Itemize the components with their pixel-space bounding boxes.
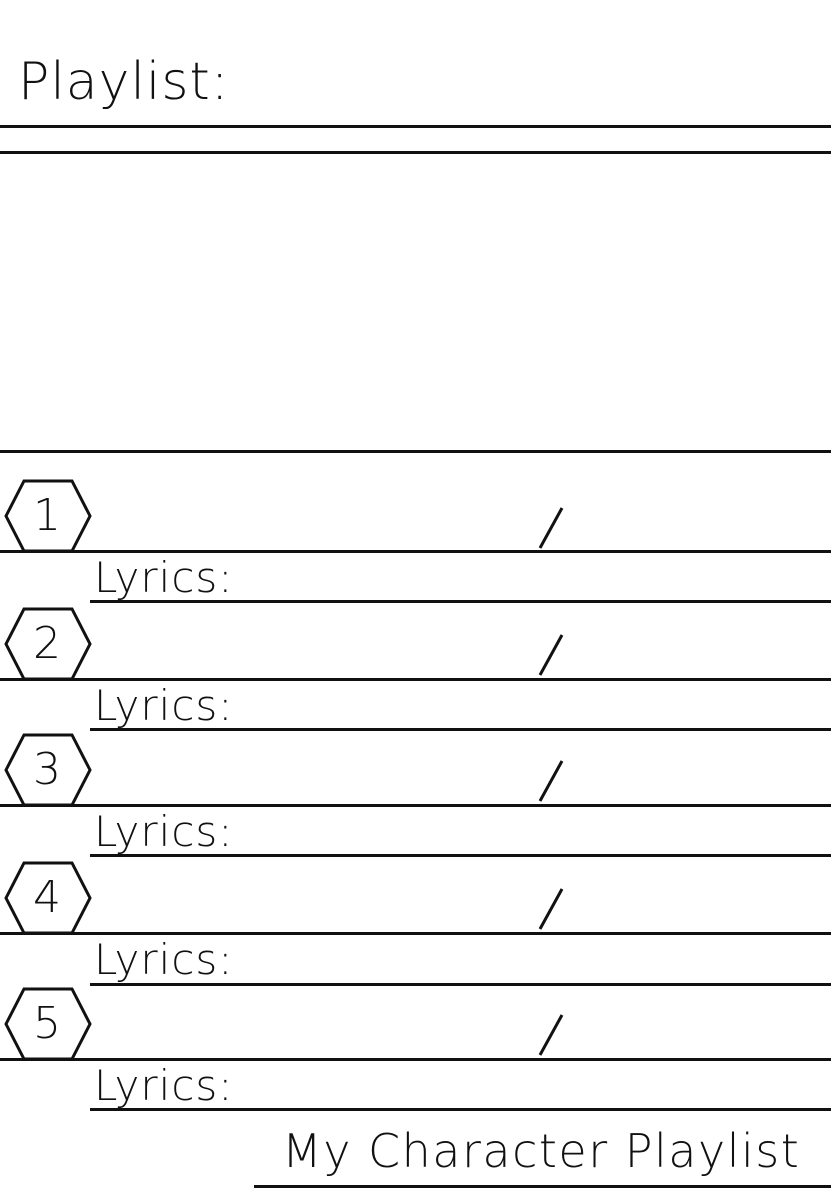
lyrics-field[interactable] [260,808,831,854]
lyrics-field[interactable] [260,682,831,728]
song-number: 3 [33,744,61,795]
lyrics-label: Lyrics: [94,935,234,984]
song-number: 2 [33,618,61,669]
title-artist-separator-icon [538,760,564,802]
lyrics-line [90,600,831,603]
title-artist-separator-icon [538,634,564,676]
song-title-artist-field[interactable] [96,986,831,1058]
footer-underline [254,1185,831,1188]
lyrics-field[interactable] [260,936,831,982]
song-number: 5 [33,998,61,1049]
song-line [0,804,831,807]
song-number: 1 [33,490,61,541]
song-title-artist-field[interactable] [96,478,831,550]
title-artist-separator-icon [538,888,564,930]
title-box-bottom-line [0,450,831,453]
song-line [0,932,831,935]
lyrics-field[interactable] [260,1062,831,1108]
song-title-artist-field[interactable] [96,860,831,932]
lyrics-label: Lyrics: [94,553,234,602]
playlist-notes-area[interactable] [0,154,831,450]
footer-caption: My Character Playlist [282,1124,801,1178]
song-line [0,550,831,553]
song-line [0,678,831,681]
title-underline [0,125,831,128]
song-number: 4 [33,872,61,923]
lyrics-line [90,728,831,731]
title-box-top-line [0,151,831,154]
lyrics-line [90,983,831,986]
lyrics-label: Lyrics: [94,681,234,730]
song-title-artist-field[interactable] [96,606,831,678]
lyrics-label: Lyrics: [94,807,234,856]
lyrics-field[interactable] [260,554,831,600]
lyrics-line [90,1108,831,1111]
playlist-title: Playlist: [18,52,230,112]
lyrics-label: Lyrics: [94,1061,234,1110]
lyrics-line [90,854,831,857]
title-artist-separator-icon [538,1014,564,1056]
song-line [0,1058,831,1061]
song-title-artist-field[interactable] [96,732,831,804]
title-artist-separator-icon [538,507,564,549]
